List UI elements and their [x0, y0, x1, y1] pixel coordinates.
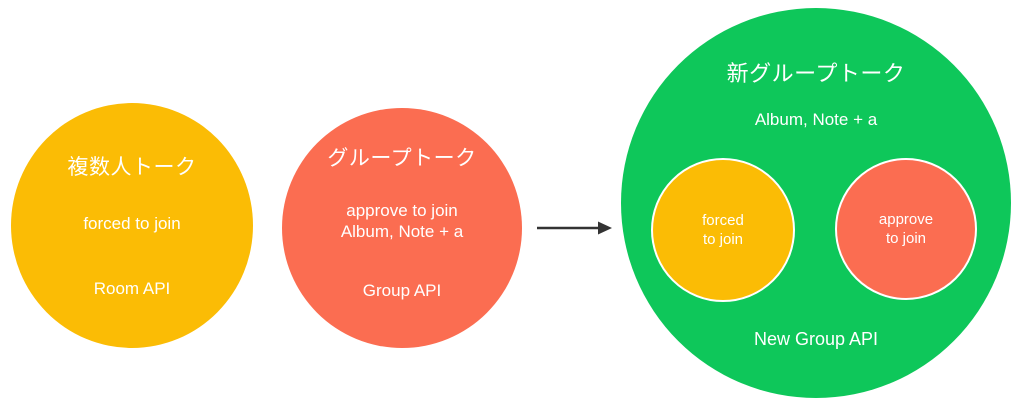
nested-circle-approve-to-join: approve to join [835, 158, 977, 300]
nested-forced-to-join-line-1: forced [702, 211, 744, 229]
circle-new-group-talk-title: 新グループトーク [726, 61, 906, 86]
circle-new-group-talk-body: Album, Note + a [754, 110, 878, 130]
nested-circle-approve-to-join-label: approve to join [879, 210, 933, 249]
nested-approve-to-join-line-2: to join [885, 230, 927, 247]
right-arrow-icon [537, 221, 612, 235]
circle-multi-person-talk: 複数人トーク forced to join Room API [11, 103, 253, 348]
circle-multi-person-talk-api-label: Room API [93, 279, 171, 299]
nested-forced-to-join-line-2: to join [702, 231, 743, 248]
circle-group-talk-body: approve to join Album, Note + a [341, 200, 463, 242]
circle-group-talk-body-line-1: approve to join [346, 201, 458, 221]
nested-circle-forced-to-join: forced to join [651, 158, 795, 302]
circle-group-talk-api-label: Group API [362, 281, 442, 301]
circle-new-group-talk: 新グループトーク Album, Note + a forced to join … [621, 8, 1011, 398]
circle-multi-person-talk-body: forced to join [83, 214, 181, 234]
circle-multi-person-talk-title: 複数人トーク [67, 156, 197, 179]
circle-group-talk-title: グループトーク [327, 147, 477, 170]
circle-group-talk-body-line-2: Album, Note + a [340, 222, 464, 242]
nested-circle-forced-to-join-label: forced to join [702, 211, 744, 250]
nested-approve-to-join-line-1: approve [878, 210, 934, 228]
circle-group-talk: グループトーク approve to join Album, Note + a … [282, 108, 522, 348]
circle-new-group-talk-api-label: New Group API [753, 329, 879, 349]
